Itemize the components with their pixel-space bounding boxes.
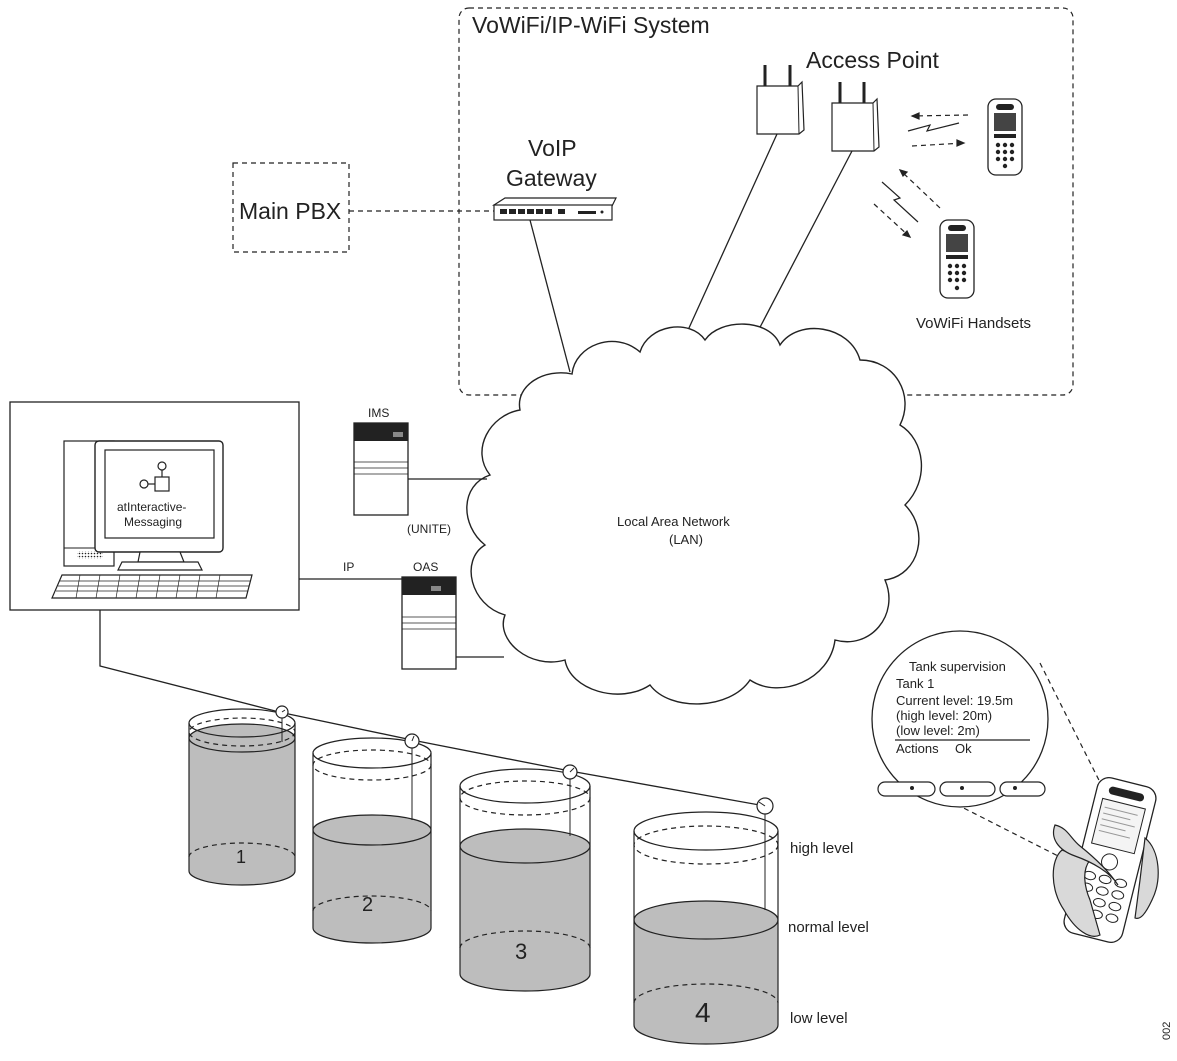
gateway-lan-line: [529, 219, 571, 373]
screen-line-2: Current level: 19.5m: [896, 693, 1013, 708]
voip-gateway-icon: [491, 197, 617, 221]
handset-icon-1: [987, 98, 1023, 176]
voip-gateway-label-1: VoIP: [528, 135, 577, 161]
app-label-2: Messaging: [124, 515, 182, 529]
tank-4-number: 4: [695, 997, 711, 1028]
sensor-bus-line: [99, 610, 766, 807]
voip-gateway-label-2: Gateway: [506, 165, 597, 191]
screen-line-1: Tank 1: [896, 676, 934, 691]
oas-label: OAS: [413, 560, 438, 574]
tank-3-number: 3: [515, 939, 527, 964]
radio-signal-icon-2: [873, 169, 941, 238]
screen-softkey-ok: Ok: [955, 741, 972, 756]
main-pbx-label: Main PBX: [239, 198, 341, 224]
tank-2-number: 2: [362, 894, 373, 916]
screen-line-4: (low level: 2m): [896, 723, 980, 738]
high-level-label: high level: [790, 840, 853, 857]
oas-server-icon: [401, 576, 457, 670]
application-icon: [139, 461, 170, 492]
computer-icon: [51, 440, 253, 599]
ims-server-icon: [353, 422, 409, 516]
ims-label: IMS: [368, 406, 389, 420]
access-point-icon-1: [756, 65, 805, 135]
lan-label-1: Local Area Network: [617, 514, 730, 529]
unite-label: (UNITE): [407, 522, 451, 536]
tank-3: [459, 764, 591, 992]
lan-label-2: (LAN): [669, 532, 703, 547]
ip-label: IP: [343, 560, 354, 574]
tank-1-number: 1: [236, 847, 246, 867]
access-point-icon-2: [831, 82, 880, 152]
vowifi-system-title: VoWiFi/IP-WiFi System: [472, 12, 710, 38]
low-level-label: low level: [790, 1010, 848, 1027]
handset-icon-2: [939, 219, 975, 299]
hand-holding-handset-icon: [1052, 777, 1159, 943]
tank-4: [633, 797, 779, 1045]
screen-zoom-bubble: [871, 630, 1121, 859]
app-label-1: atInteractive-: [117, 500, 186, 514]
screen-line-3: (high level: 20m): [896, 708, 992, 723]
access-point-label: Access Point: [806, 47, 940, 73]
ap2-lan-line: [756, 150, 853, 334]
lan-cloud: [466, 323, 923, 705]
radio-signal-icon-1: [907, 112, 969, 147]
tank-2: [312, 733, 432, 944]
tank-1: [188, 705, 296, 886]
figure-code: 002: [1161, 1022, 1173, 1040]
main-pbx-box: [232, 162, 350, 253]
screen-title: Tank supervision: [909, 659, 1006, 674]
normal-level-label: normal level: [788, 919, 869, 936]
screen-softkey-actions: Actions: [896, 741, 939, 756]
handsets-label: VoWiFi Handsets: [916, 315, 1031, 332]
ap1-lan-line: [678, 133, 778, 351]
